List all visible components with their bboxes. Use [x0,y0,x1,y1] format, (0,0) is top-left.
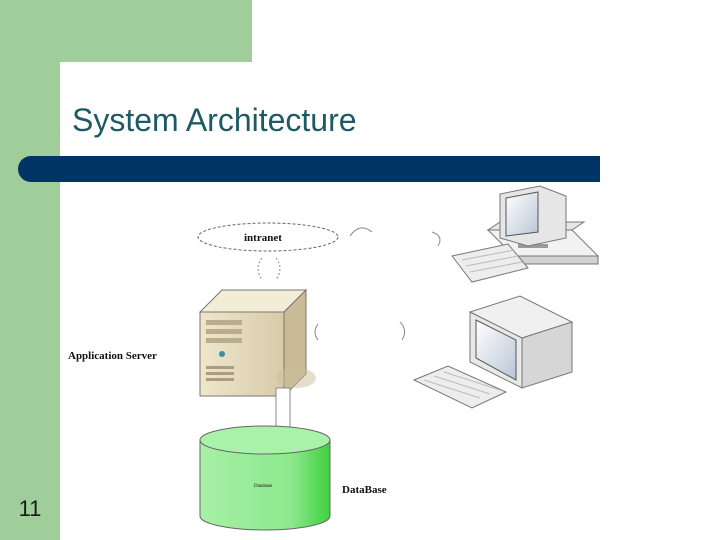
server-icon [198,288,316,398]
left-green-band [0,0,60,540]
top-green-band [0,0,252,62]
cloud-server-link [257,257,281,281]
title-rule [18,156,600,182]
database-label: DataBase [342,484,387,496]
slide-number: 11 [18,496,42,521]
intranet-cloud [197,222,441,252]
page-title: System Architecture [72,102,357,138]
monitor-computer-icon [412,295,574,409]
desktop-computer-icon [451,185,600,283]
server-client-links [314,321,406,341]
application-server-label: Application Server [68,350,157,362]
database-icon [199,425,331,531]
content-card [60,62,720,540]
database-inner-label: Database [254,484,273,489]
intranet-label: intranet [244,232,282,244]
